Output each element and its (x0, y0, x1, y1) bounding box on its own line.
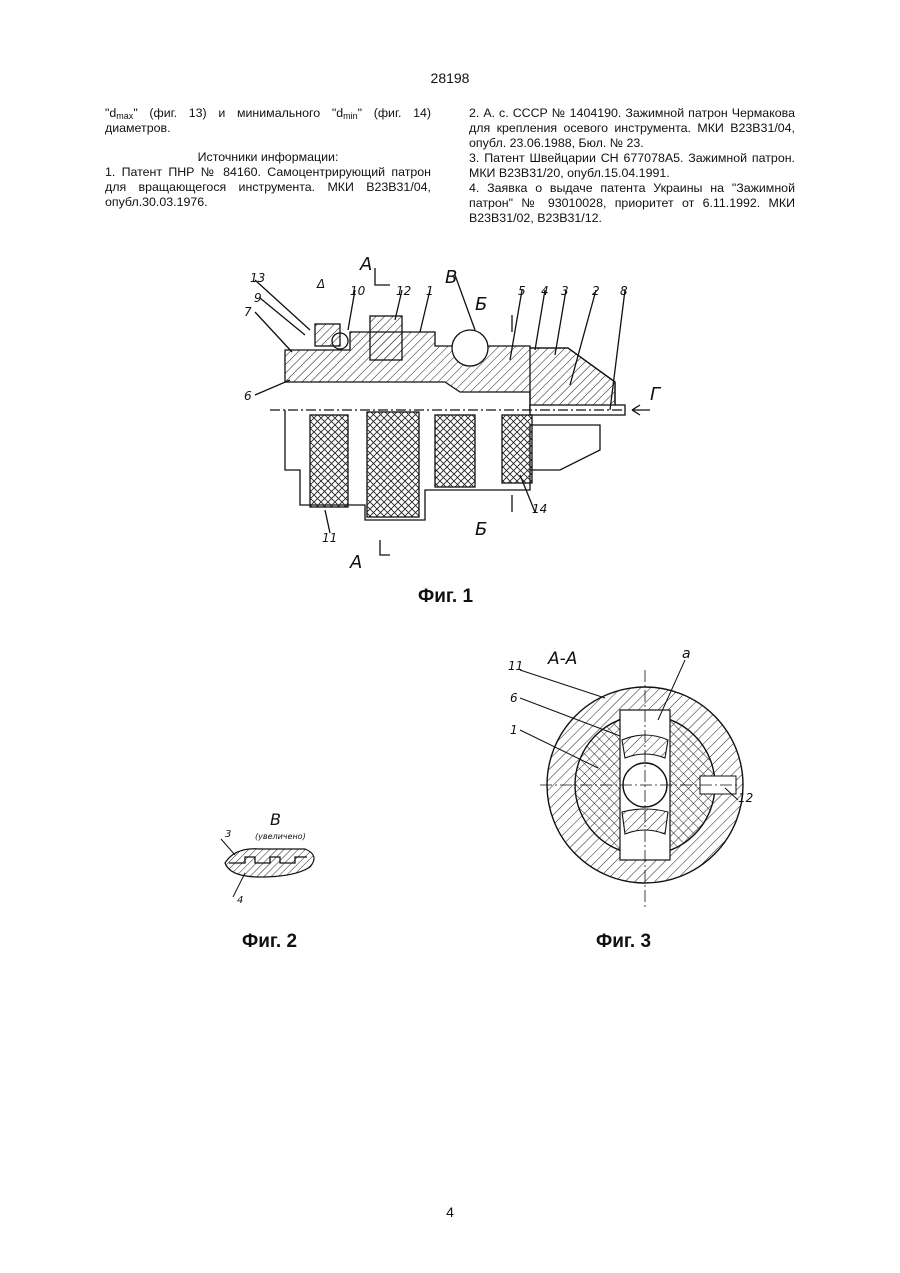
fig1-label: 3 (561, 284, 569, 298)
fig1-label: 13 (250, 271, 265, 285)
delta-label: Δ (316, 277, 325, 291)
section-b-bottom: Б (475, 519, 487, 540)
figure-1-drawing: А А Б Б В Г Δ 13 9 7 6 10 12 1 5 4 3 2 8… (230, 250, 670, 580)
figure-1-caption: Фиг. 1 (418, 586, 473, 608)
fig3-label: 12 (738, 791, 753, 805)
reference-4: 4. Заявка о выдаче патента Украины на "З… (469, 181, 795, 226)
detail-v-label: В (445, 267, 457, 288)
fig1-label: 5 (518, 284, 526, 298)
fig2-label: 3 (225, 829, 231, 840)
section-a-bottom: А (349, 552, 362, 573)
fig3-title: А-А (547, 649, 577, 669)
fig2-subtitle: (увеличено) (255, 832, 306, 841)
patent-number: 28198 (0, 70, 900, 86)
page-number: 4 (0, 1204, 900, 1220)
fig2-title: В (270, 810, 281, 829)
fig2-label: 4 (237, 895, 243, 906)
figure-2-drawing: В (увеличено) 3 4 (215, 805, 335, 915)
fig3-label: 11 (508, 659, 523, 673)
figure-3-caption: Фиг. 3 (596, 931, 651, 953)
fig1-label: 10 (350, 284, 366, 298)
reference-3: 3. Патент Швейцарии СН 677078А5. Зажимно… (469, 151, 795, 181)
fig1-label: 6 (244, 389, 252, 403)
intro-paragraph: "dmax" (фиг. 13) и минимального "dmin" (… (105, 106, 431, 136)
section-b-top: Б (475, 294, 487, 315)
arrow-g-label: Г (650, 384, 662, 405)
fig1-label: 14 (532, 502, 547, 516)
section-a-top: А (359, 254, 372, 275)
figure-3-drawing: А-А 11 6 1 а 12 (500, 640, 765, 915)
fig1-label: 11 (322, 531, 337, 545)
fig1-label: 1 (426, 284, 434, 298)
reference-1: 1. Патент ПНР № 84160. Самоцентрирующий … (105, 165, 431, 210)
fig1-label: 2 (592, 284, 600, 298)
left-column: "dmax" (фиг. 13) и минимального "dmin" (… (105, 106, 431, 210)
fig1-label: 12 (396, 284, 411, 298)
fig3-label: а (682, 646, 691, 662)
fig3-label: 6 (510, 691, 518, 705)
right-column: 2. А. с. СССР № 1404190. Зажимной патрон… (469, 106, 795, 226)
sources-heading: Источники информации: (105, 150, 431, 165)
fig1-label: 9 (254, 291, 262, 305)
fig1-label: 4 (541, 284, 549, 298)
reference-2: 2. А. с. СССР № 1404190. Зажимной патрон… (469, 106, 795, 151)
fig1-label: 7 (244, 305, 252, 319)
fig3-label: 1 (510, 723, 518, 737)
figure-2-caption: Фиг. 2 (242, 931, 297, 953)
fig1-label: 8 (620, 284, 628, 298)
